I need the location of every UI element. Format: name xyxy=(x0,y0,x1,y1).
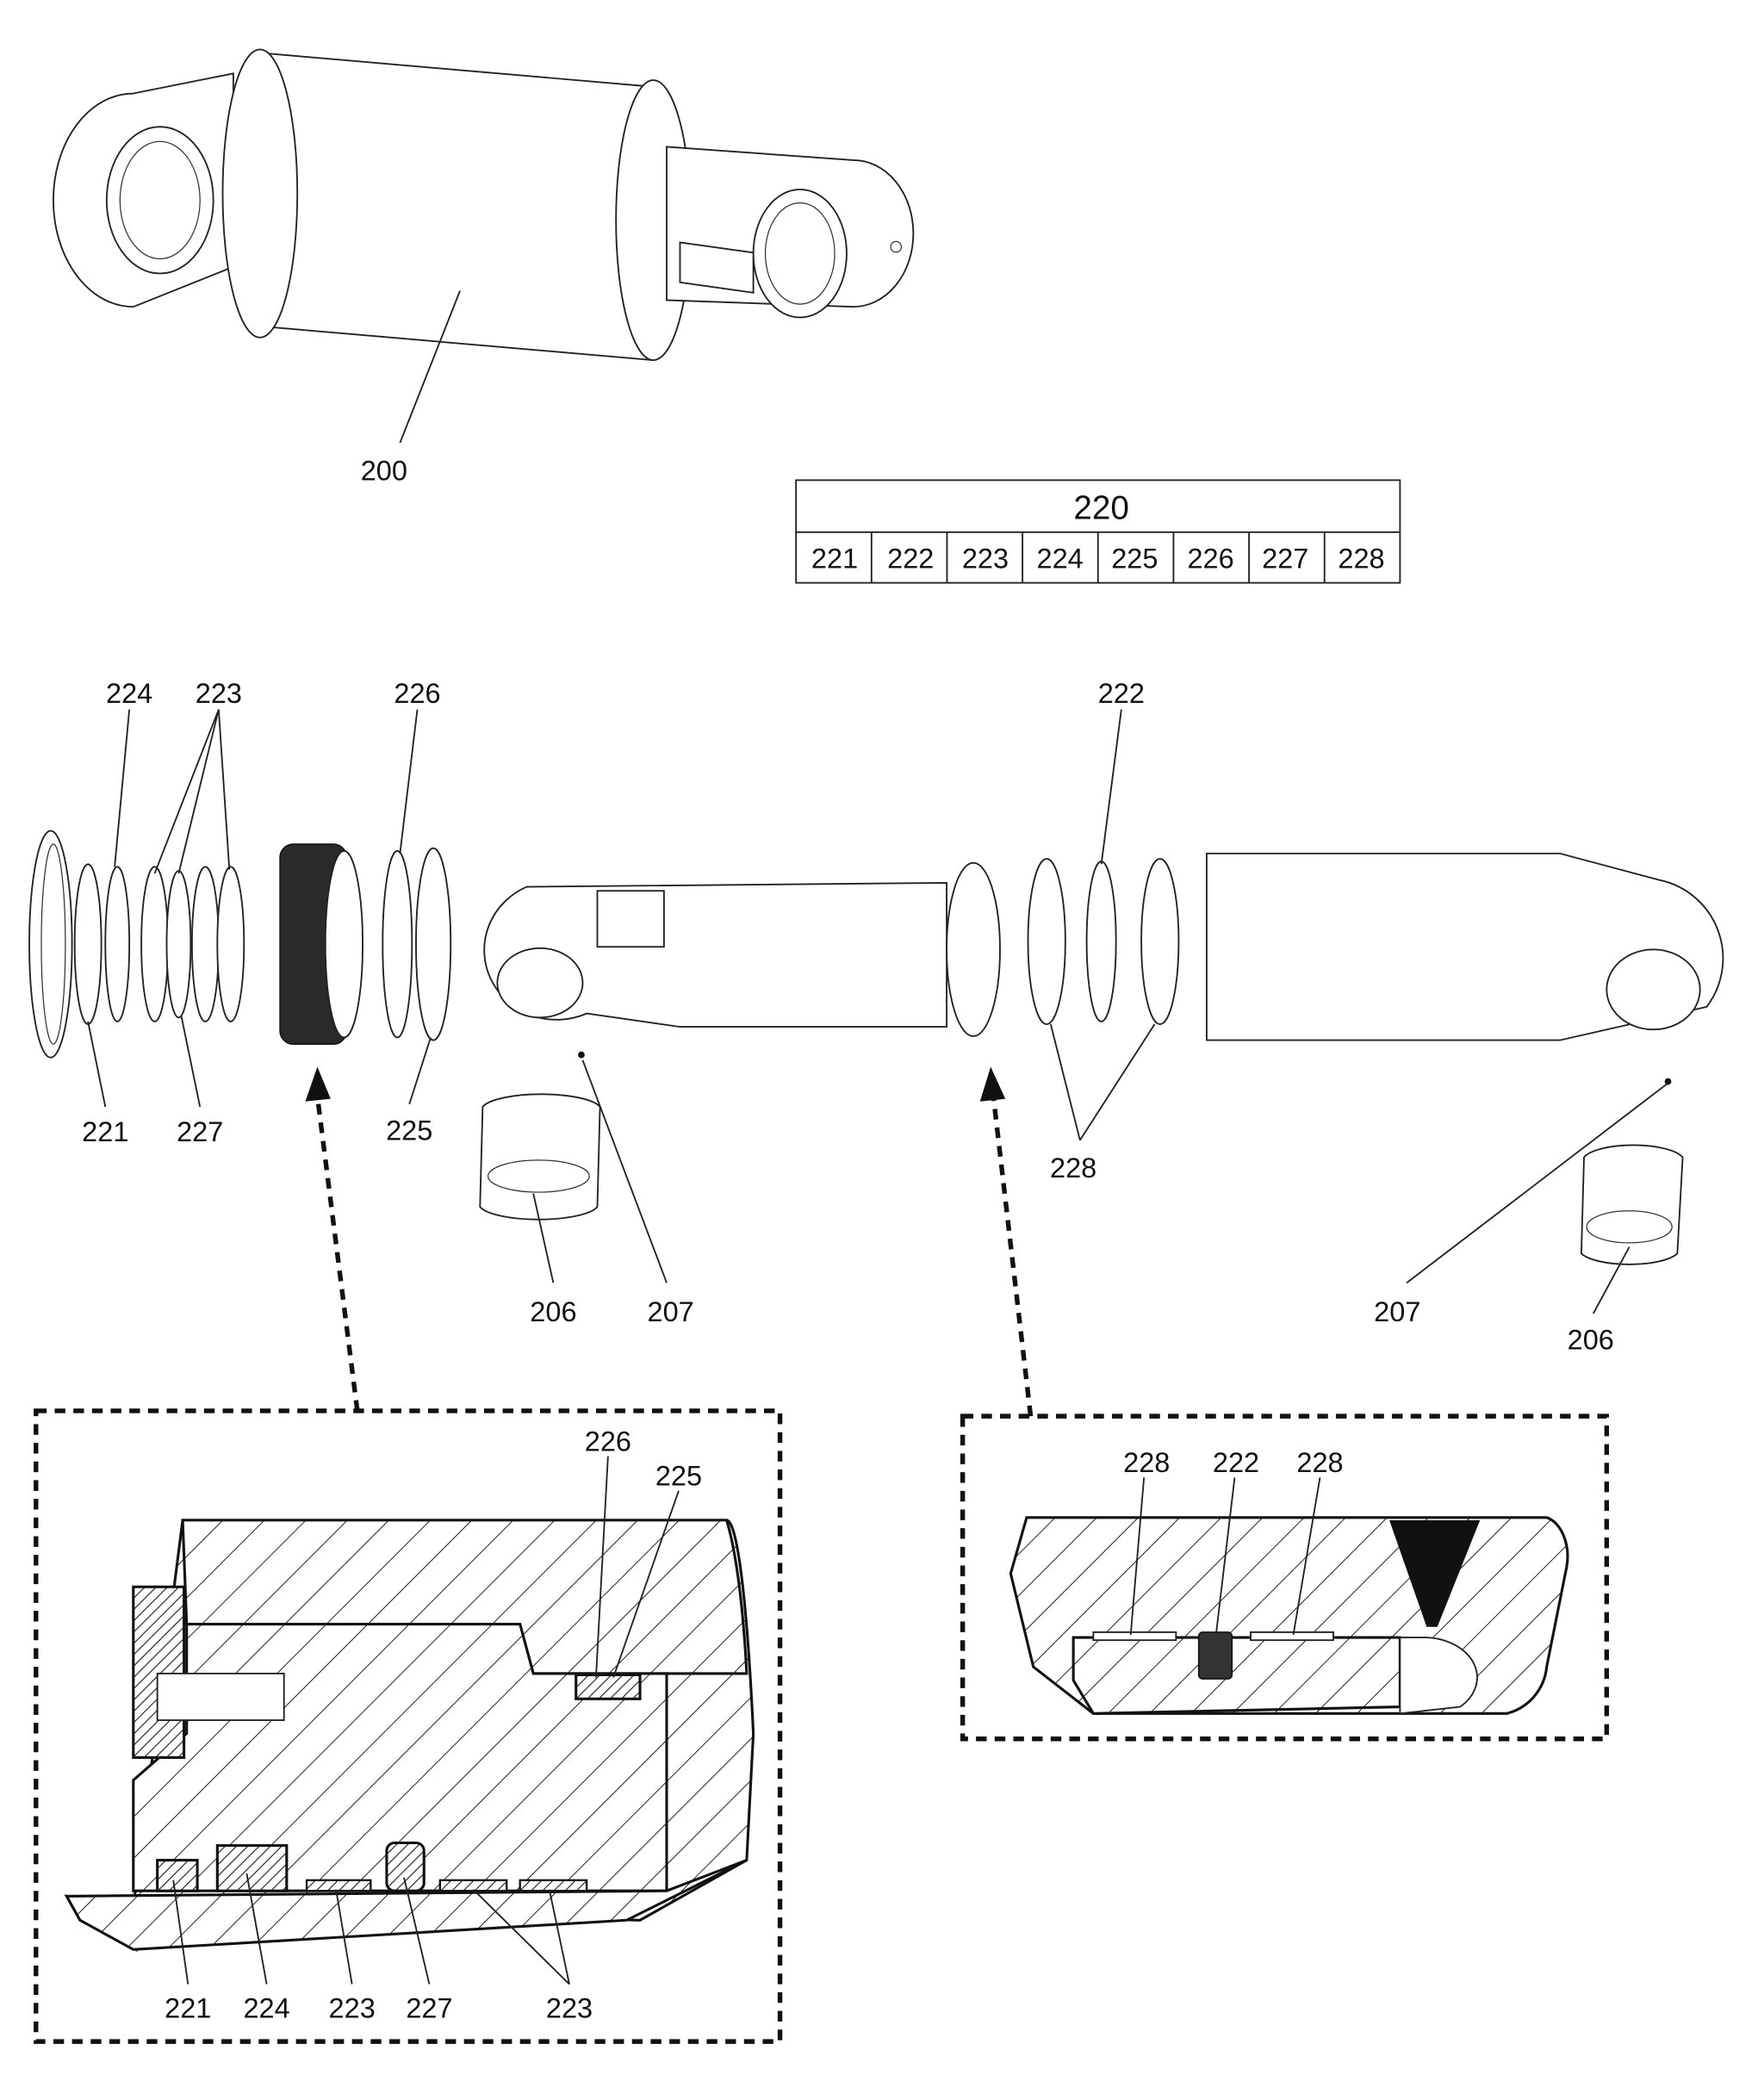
detail-callout-223: 223 xyxy=(329,1992,376,2023)
kit-cell: 222 xyxy=(887,544,934,575)
callout-221: 221 xyxy=(82,1116,128,1147)
callout-223: 223 xyxy=(196,678,242,709)
callout-225: 225 xyxy=(386,1115,432,1146)
detail-callout-226: 226 xyxy=(585,1426,631,1457)
detail-callout-228: 228 xyxy=(1123,1447,1170,1478)
callout-207: 207 xyxy=(1374,1296,1420,1327)
callout-206: 206 xyxy=(1568,1325,1614,1356)
kit-table: 220 221 222 223 224 225 226 227 228 xyxy=(795,479,1401,584)
kit-cell: 228 xyxy=(1338,544,1384,575)
detail-callout-223: 223 xyxy=(546,1992,593,2023)
detail-view-rod-guide: 228 222 228 xyxy=(960,1413,1610,1742)
detail-view-piston-head: 226 225 221 224 223 227 223 xyxy=(34,1408,783,2044)
detail-callout-225: 225 xyxy=(655,1461,702,1492)
kit-cell: 224 xyxy=(1037,544,1084,575)
callout-207: 207 xyxy=(648,1296,694,1327)
arrow-head-icon xyxy=(305,1066,331,1102)
kit-table-header: 220 xyxy=(1073,489,1129,526)
callout-227: 227 xyxy=(177,1116,223,1147)
kit-cell: 225 xyxy=(1111,544,1158,575)
callout-224: 224 xyxy=(106,678,152,709)
kit-cell: 221 xyxy=(811,544,858,575)
kit-cell: 227 xyxy=(1262,544,1308,575)
callout-206: 206 xyxy=(530,1296,576,1327)
detail-callout-222: 222 xyxy=(1213,1447,1259,1478)
callout-228: 228 xyxy=(1050,1152,1096,1183)
detail-callout-221: 221 xyxy=(165,1992,211,2023)
detail-callout-228: 228 xyxy=(1296,1447,1343,1478)
detail-callout-224: 224 xyxy=(243,1992,289,2023)
callout-226: 226 xyxy=(394,678,440,709)
exploded-view: 224 223 226 222 221 227 225 228 206 207 … xyxy=(28,678,1724,1417)
callout-222: 222 xyxy=(1098,678,1145,709)
kit-cell: 223 xyxy=(962,544,1009,575)
kit-cell: 226 xyxy=(1187,544,1233,575)
assembled-cylinder: 200 xyxy=(52,48,915,486)
part-label-200: 200 xyxy=(361,455,407,486)
detail-callout-227: 227 xyxy=(406,1992,452,2023)
arrow-head-icon xyxy=(979,1066,1006,1102)
